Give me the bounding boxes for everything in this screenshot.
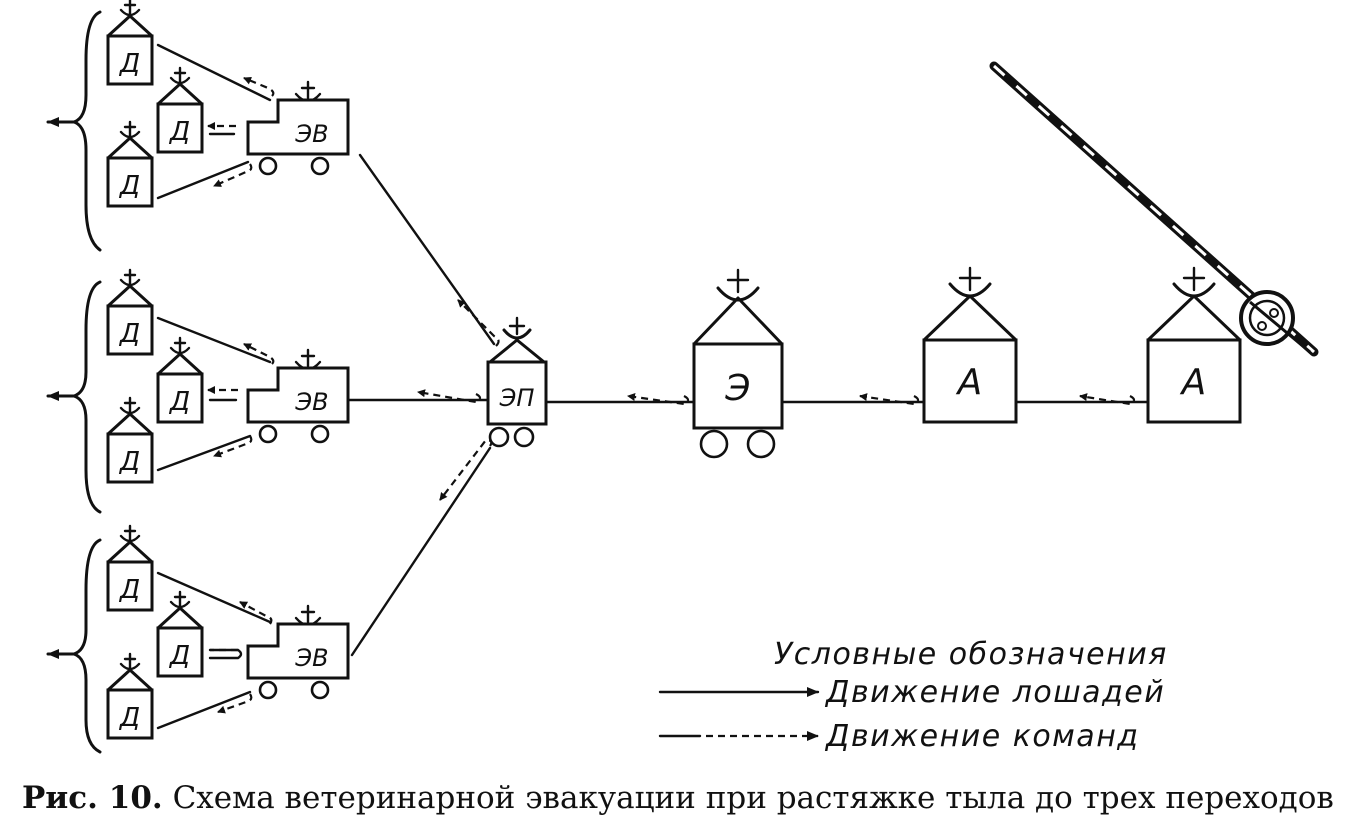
company-post-label: Д: [119, 49, 140, 79]
brace-group-top: [46, 10, 102, 252]
brace-group-bottom: [46, 538, 102, 754]
legend: Условные обозначения Движение лошадей Дв…: [658, 637, 1168, 754]
legend-commands: Движение команд: [824, 719, 1140, 754]
company-post-label: Д: [169, 117, 190, 147]
company-post: Д: [156, 590, 204, 678]
company-post: Д: [106, 396, 154, 484]
hospital: А: [922, 266, 1018, 424]
evac-unit-label: Э: [724, 368, 750, 409]
company-post: Д: [106, 652, 154, 740]
company-post: Д: [156, 336, 204, 424]
legend-horses: Движение лошадей: [824, 675, 1165, 710]
brace-group-middle: [46, 280, 102, 514]
hospital-label: А: [956, 362, 983, 403]
company-post-label: Д: [119, 171, 140, 201]
company-post-label: Д: [119, 703, 140, 733]
company-post-label: Д: [169, 641, 190, 671]
division-post: ЭП: [486, 316, 548, 448]
company-post-label: Д: [119, 575, 140, 605]
company-post: Д: [106, 120, 154, 208]
hospital: А: [1146, 266, 1242, 424]
caption-text: Схема ветеринарной эвакуации при растяжк…: [172, 780, 1334, 816]
regiment-post-label: ЭВ: [294, 388, 328, 416]
figure-caption: Рис. 10. Схема ветеринарной эвакуации пр…: [22, 780, 1362, 816]
evacuation-unit: Э: [692, 268, 784, 459]
company-post-label: Д: [169, 387, 190, 417]
company-post: Д: [106, 268, 154, 356]
company-post: Д: [106, 0, 154, 86]
division-post-label: ЭП: [499, 384, 535, 412]
company-post-label: Д: [119, 447, 140, 477]
legend-title: Условные обозначения: [774, 637, 1168, 672]
company-post-label: Д: [119, 319, 140, 349]
hospital-label: А: [1180, 362, 1207, 403]
regiment-post-label: ЭВ: [294, 120, 328, 148]
regiment-post: ЭВ: [246, 604, 350, 700]
company-post: Д: [156, 66, 204, 154]
regiment-post-label: ЭВ: [294, 644, 328, 672]
railway: [989, 61, 1319, 357]
company-post: Д: [106, 524, 154, 612]
regiment-post: ЭВ: [246, 80, 350, 176]
regiment-post: ЭВ: [246, 348, 350, 444]
caption-prefix: Рис. 10.: [22, 780, 163, 816]
